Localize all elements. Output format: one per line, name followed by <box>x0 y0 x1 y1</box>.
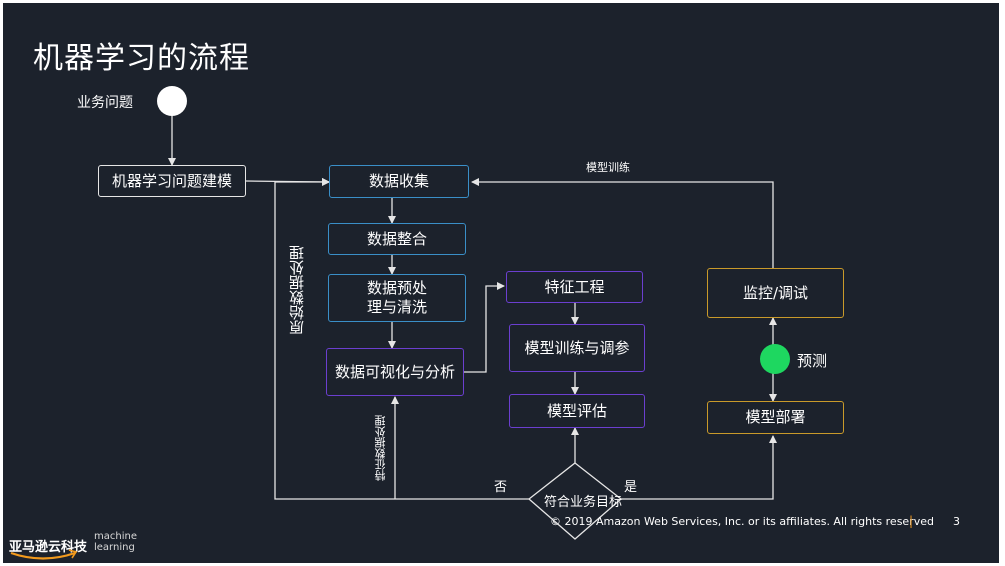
data-integration-box: 数据整合 <box>328 223 466 255</box>
logo-smile-icon <box>10 549 78 560</box>
feature-engineering-label: 特征工程 <box>544 277 605 296</box>
no-label: 否 <box>494 480 508 495</box>
monitoring-label: 监控/调试 <box>742 283 809 302</box>
data-preprocessing-label: 数据预处 理与清洗 <box>366 279 427 316</box>
data-integration-label: 数据整合 <box>366 229 427 248</box>
data-collection-label: 数据收集 <box>368 172 429 190</box>
model-training-box: 模型训练与调参 <box>509 324 645 372</box>
page-number: 3 <box>953 515 960 528</box>
prediction-label: 预测 <box>797 352 828 370</box>
decision-diamond <box>527 462 623 540</box>
model-training-edge-label: 模型训练 <box>586 161 630 174</box>
edge-monitoring-to-collection <box>471 178 774 268</box>
model-evaluation-box: 模型评估 <box>509 394 645 428</box>
deployment-box: 模型部署 <box>707 401 844 434</box>
edge-yes-to-deployment <box>621 435 777 500</box>
logo-text-cn: 亚马逊云科技 <box>9 540 88 555</box>
page-title: 机器学习的流程 <box>33 41 250 76</box>
edge-no-to-raw-data <box>274 178 529 500</box>
start-node <box>157 86 187 116</box>
edge-visualization-to-feature <box>464 282 505 373</box>
model-evaluation-label: 模型评估 <box>546 401 607 420</box>
yes-label: 是 <box>624 480 638 495</box>
copyright-text: © 2019 Amazon Web Services, Inc. or its … <box>550 515 934 528</box>
business-problem-label: 业务问题 <box>77 95 133 111</box>
feature-engineering-box: 特征工程 <box>506 271 643 303</box>
data-collection-box: 数据收集 <box>329 165 469 198</box>
prediction-node <box>760 344 790 374</box>
data-visualization-label: 数据可视化与分析 <box>334 362 455 381</box>
model-training-label: 模型训练与调参 <box>524 338 630 357</box>
data-visualization-box: 数据可视化与分析 <box>326 348 464 396</box>
flow-connectors <box>157 86 790 540</box>
logo-en-line1: machine <box>94 531 137 542</box>
logo-text-en: machine learning <box>94 531 137 553</box>
monitoring-box: 监控/调试 <box>707 268 844 318</box>
footer-separator: | <box>909 514 914 528</box>
slide: 机器学习的流程 业务问题 机器学 <box>3 3 999 563</box>
problem-modeling-box: 机器学习问题建模 <box>98 165 246 197</box>
business-goal-label: 符合业务目标 <box>544 495 623 510</box>
problem-modeling-label: 机器学习问题建模 <box>111 171 232 190</box>
logo-en-line2: learning <box>94 542 135 553</box>
data-preprocessing-box: 数据预处 理与清洗 <box>328 274 466 322</box>
deployment-label: 模型部署 <box>745 408 806 426</box>
